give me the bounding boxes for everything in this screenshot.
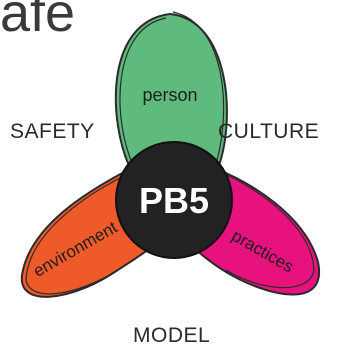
label-model: MODEL [133, 324, 211, 347]
petal-label-person: person [142, 85, 197, 105]
petal-person-sketch [119, 11, 225, 171]
center-label: PB5 [139, 180, 209, 221]
heading-fragment: afe [0, 0, 76, 43]
center-circle [115, 141, 233, 259]
petal-environment-sketch [25, 175, 125, 295]
label-safety: SAFETY [10, 120, 95, 143]
petal-practices-sketch [219, 171, 315, 289]
label-culture: CULTURE [218, 120, 320, 143]
